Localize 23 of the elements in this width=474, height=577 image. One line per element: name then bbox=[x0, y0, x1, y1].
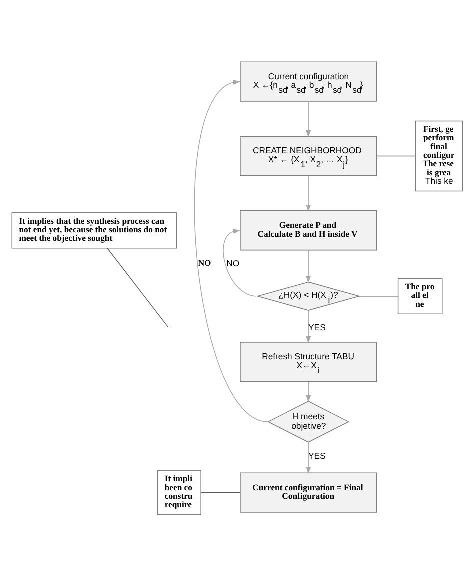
node-diamond: H meets objetive? bbox=[267, 401, 350, 443]
node-box: The pro all el ne bbox=[397, 278, 442, 314]
edge-label: NO bbox=[226, 258, 240, 269]
arrow bbox=[306, 310, 311, 344]
connector bbox=[106, 248, 168, 328]
arrow bbox=[306, 176, 311, 212]
node-box: It impli been co constru require bbox=[156, 470, 201, 516]
arrow bbox=[222, 229, 256, 297]
arrow bbox=[306, 101, 311, 138]
node-box: It implies that the synthesis process can not end yet, because the solutions do not meet the objective sought bbox=[11, 212, 177, 249]
connector bbox=[376, 156, 416, 157]
node-box: Current configuration = Final Configuration bbox=[240, 472, 377, 513]
node-box: Generate P and Calculate B and H inside V bbox=[240, 210, 377, 251]
connector bbox=[200, 492, 240, 494]
arrow bbox=[306, 250, 311, 284]
edge-label: YES bbox=[308, 450, 326, 461]
arrow bbox=[306, 442, 311, 474]
edge-label: NO bbox=[198, 258, 211, 268]
edge-label: YES bbox=[308, 322, 326, 332]
connector bbox=[358, 296, 398, 297]
arrow bbox=[306, 382, 311, 403]
arrow bbox=[194, 80, 268, 422]
node-box: First, ge perform final configur The rese is grea This ke bbox=[414, 120, 463, 192]
